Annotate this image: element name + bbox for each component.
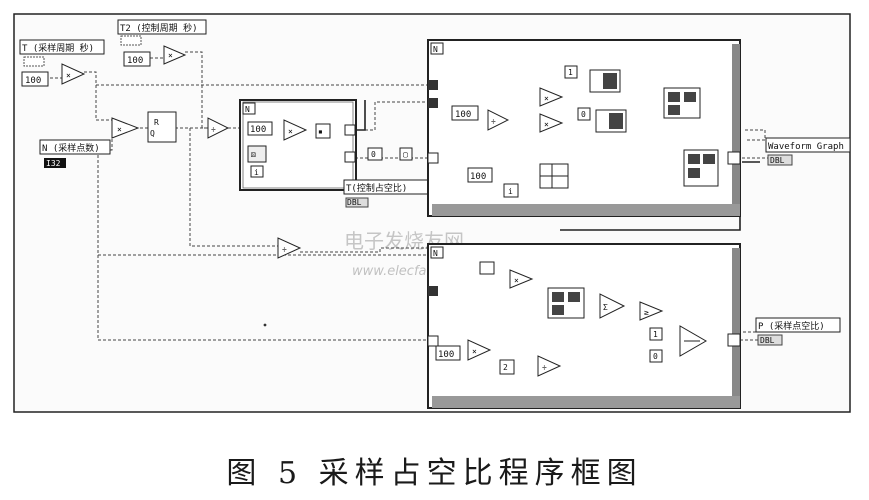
svg-text:×: × [66, 71, 71, 80]
figure-caption: 图 5 采样占空比程序框图 [226, 456, 643, 491]
svg-text:Q: Q [150, 129, 155, 138]
n-samples-control[interactable]: N (采样点数) I32 [39, 139, 111, 168]
block-diagram: 电子发烧友网 www.elecfans.com [13, 13, 851, 413]
multiply-node-3[interactable]: × [111, 117, 140, 139]
waveform-graph-label: Waveform Graph [768, 142, 844, 152]
svg-text:100: 100 [25, 76, 41, 86]
svg-text:≥: ≥ [644, 308, 649, 317]
loop3-const-zero: 0 [653, 352, 658, 361]
t-period-label: T (采样周期 秒) [22, 42, 94, 54]
loop2-const-one: 1 [568, 68, 573, 77]
svg-text:×: × [168, 51, 173, 60]
divide-node-2[interactable]: ÷ [277, 237, 302, 259]
svg-text:×: × [514, 276, 519, 285]
svg-text:▢: ▢ [403, 150, 408, 159]
loop2-count-terminal: N [433, 45, 438, 54]
wave-type: DBL [770, 156, 785, 165]
t2-period-control[interactable]: T2 (控制周期 秒) [117, 19, 207, 46]
loop1-index: i [254, 168, 259, 177]
loop1-const-100: 100 [250, 125, 266, 135]
loop1-count-terminal: N [245, 105, 250, 114]
svg-text:×: × [117, 125, 122, 134]
for-loop-1[interactable]: N 100 × ▪ ⚄ i [239, 99, 357, 191]
const-t-100[interactable]: 100 [21, 71, 49, 87]
svg-text:▪: ▪ [318, 127, 323, 136]
multiply-node-1[interactable]: × [61, 63, 86, 85]
svg-text:R: R [154, 118, 159, 127]
quotient-node[interactable]: R Q [147, 111, 177, 143]
duty-control-label: T(控制占空比) [346, 182, 407, 194]
loop2-index: i [508, 187, 513, 196]
const-t2-100[interactable]: 100 [123, 51, 151, 67]
svg-text:÷: ÷ [491, 117, 496, 126]
t2-period-label: T2 (控制周期 秒) [120, 22, 198, 34]
svg-text:×: × [544, 120, 549, 129]
loop2-const-zero: 0 [581, 110, 586, 119]
divide-node-1[interactable]: ÷ [207, 117, 230, 139]
svg-text:÷: ÷ [282, 245, 287, 254]
loop3-const-one: 1 [653, 330, 658, 339]
svg-text:×: × [472, 347, 477, 356]
waveform-graph-indicator: Waveform Graph DBL [765, 137, 851, 166]
for-loop-2[interactable]: N 100 ÷ × × 1 0 100 i [427, 39, 741, 217]
duty-const-block[interactable]: 0 ▢ [367, 147, 413, 161]
multiply-node-2[interactable]: × [163, 45, 187, 65]
duty-type: DBL [347, 198, 362, 207]
svg-text:÷: ÷ [542, 363, 547, 372]
p-duty-label: P (采样点空比) [758, 320, 825, 332]
svg-text:×: × [288, 127, 293, 136]
loop3-const-two: 2 [503, 363, 508, 372]
p-duty-indicator: P (采样点空比) DBL [755, 317, 841, 346]
t-period-control[interactable]: T (采样周期 秒) [19, 39, 105, 67]
svg-text:⚄: ⚄ [251, 150, 256, 159]
svg-text:÷: ÷ [211, 125, 216, 134]
loop2-const-100: 100 [455, 110, 471, 120]
n-samples-label: N (采样点数) [42, 142, 100, 154]
loop2-const-100b: 100 [470, 172, 486, 182]
for-loop-3[interactable]: N × Σ ≥ 1 0 100 × 2 ÷ [427, 243, 741, 409]
duty-control-indicator: T(控制占空比) DBL [343, 179, 429, 208]
p-type: DBL [760, 336, 775, 345]
loop3-const-100: 100 [438, 350, 454, 360]
svg-text:Σ: Σ [603, 303, 608, 312]
svg-text:100: 100 [127, 56, 143, 66]
n-samples-type: I32 [46, 159, 61, 168]
svg-text:0: 0 [371, 150, 376, 159]
loop3-count-terminal: N [433, 249, 438, 258]
svg-text:×: × [544, 94, 549, 103]
